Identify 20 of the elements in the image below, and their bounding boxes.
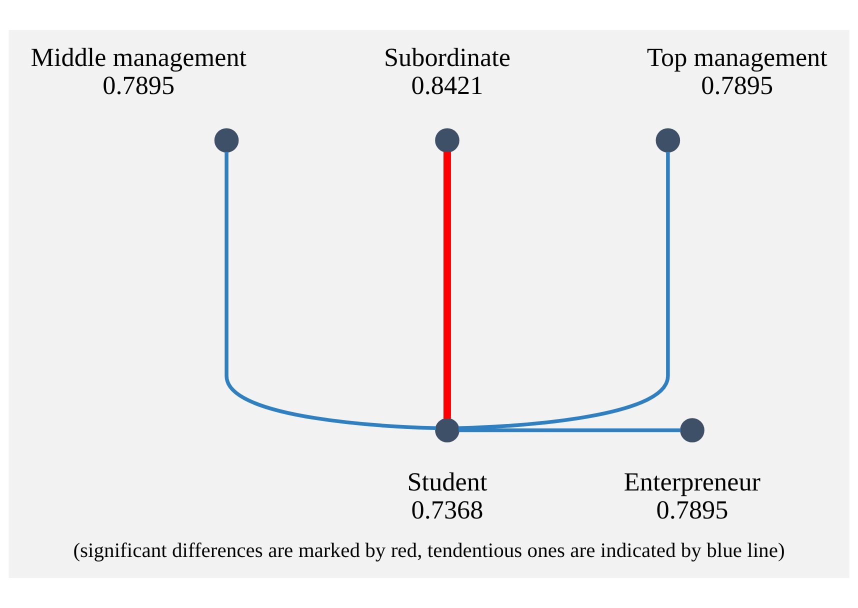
node-circle <box>435 418 460 442</box>
node-label: Student <box>407 467 488 496</box>
connector <box>224 152 436 430</box>
node-label: 0.7895 <box>102 70 175 100</box>
node-label: Middle management <box>30 42 247 72</box>
node-label: Enterpreneur <box>624 467 761 496</box>
node-label: 0.7895 <box>701 70 774 100</box>
connector <box>444 152 451 419</box>
node-label: 0.7895 <box>656 496 728 525</box>
node-circle <box>680 418 704 442</box>
node-circle <box>656 128 680 152</box>
node-label: Top management <box>646 42 828 72</box>
node-label: Subordinate <box>384 42 510 72</box>
node-circle <box>214 128 239 152</box>
connector <box>458 428 680 432</box>
node-label: 0.8421 <box>411 70 484 100</box>
node-label: 0.7368 <box>411 496 484 525</box>
node-circle <box>435 128 460 152</box>
connector <box>458 152 670 430</box>
caption: (significant differences are marked by red, tendentious ones are indicated by blue line) <box>73 540 785 562</box>
